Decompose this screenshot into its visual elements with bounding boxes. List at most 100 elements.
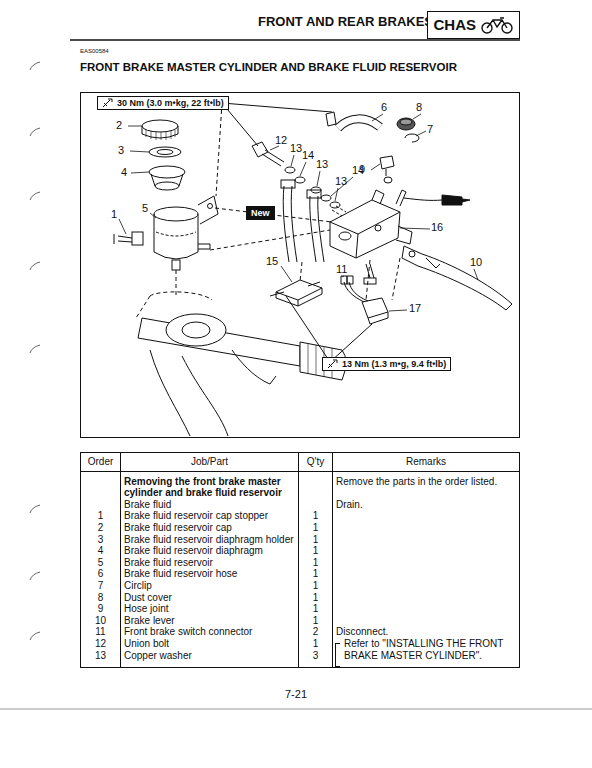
- part-name: Brake fluid reservoir cap: [124, 522, 295, 534]
- reservoir-cap: [142, 120, 178, 132]
- table-cell: [333, 592, 520, 604]
- table-cell: 1: [299, 580, 333, 592]
- page-header: FRONT AND REAR BRAKES: [258, 15, 433, 30]
- master-cylinder: [330, 190, 412, 258]
- table-cell: 1: [299, 510, 333, 522]
- leader-line: [335, 188, 338, 201]
- switch-lead: [404, 198, 442, 200]
- table-cell: 3: [81, 534, 121, 546]
- table-cell: Brake fluid reservoir cap: [121, 522, 299, 534]
- wrench-icon: [103, 99, 112, 107]
- table-cell: [333, 568, 520, 580]
- order-number: 9: [84, 603, 117, 615]
- assembly-line: [176, 270, 177, 298]
- callout-number: 17: [409, 302, 421, 315]
- leader-line: [474, 269, 478, 280]
- callout-number: 9: [359, 163, 365, 176]
- table-cell: Remarks: [333, 453, 520, 472]
- copper-washer: [321, 195, 331, 201]
- torque-box-text: 30 Nm (3.0 m•kg, 22 ft•lb): [117, 98, 224, 108]
- table-cell: Order: [81, 453, 121, 472]
- wrench-icon: [327, 359, 339, 369]
- order-number: 4: [84, 545, 117, 557]
- table-cell: Q'ty: [299, 453, 333, 472]
- leader-line: [342, 276, 344, 277]
- table-header-row: OrderJob/PartQ'tyRemarks: [81, 453, 520, 472]
- diaphragm-holder: [157, 150, 173, 155]
- quantity: 1: [302, 568, 329, 580]
- front-brake-switch: [368, 312, 388, 324]
- master-cylinder: [375, 225, 381, 231]
- column-header: Q'ty: [302, 456, 329, 468]
- front-brake-switch: [341, 276, 353, 284]
- header-rule: [70, 39, 520, 41]
- leader-line: [291, 155, 294, 166]
- table-cell: Removing the front brake master cylinder…: [121, 471, 299, 499]
- table-cell: 10: [81, 615, 121, 627]
- table-cell: 1: [299, 615, 333, 627]
- table-cell: 7: [81, 580, 121, 592]
- reservoir-cap: [142, 126, 178, 138]
- part-name: Brake fluid reservoir hose: [124, 568, 295, 580]
- switch-lead: [442, 195, 462, 205]
- table-cell: Copper washer: [121, 650, 299, 668]
- callout-number: 13: [335, 175, 347, 188]
- hose-joint: [380, 156, 394, 183]
- reservoir-cap: [142, 120, 178, 140]
- quantity: 1: [302, 522, 329, 534]
- callout-number: 10: [470, 256, 482, 269]
- master-cylinder-holder: [270, 282, 320, 296]
- assembly-line: [210, 230, 330, 250]
- quantity: 1: [302, 615, 329, 627]
- callout-number: 7: [427, 123, 433, 136]
- hose-joint: [380, 156, 394, 169]
- bracket: [335, 643, 340, 667]
- callout-number: 14: [302, 149, 314, 162]
- handlebar: [166, 314, 226, 346]
- scan-mark: [30, 128, 40, 136]
- callout-number: 4: [121, 166, 127, 179]
- switch-lead: [462, 199, 470, 202]
- leader-line: [119, 219, 126, 234]
- dust-cover: [397, 118, 415, 130]
- table-row: 5Brake fluid reservoir1: [81, 557, 520, 569]
- callout-number: 12: [275, 134, 287, 147]
- wrench-icon: [329, 364, 332, 367]
- reservoir-hose: [326, 112, 380, 128]
- order-number: 2: [84, 522, 117, 534]
- leader-line: [372, 114, 383, 121]
- callout-number: 11: [336, 263, 347, 276]
- order-number: 6: [84, 568, 117, 580]
- remark: Drain.: [336, 499, 516, 511]
- handlebar: [150, 350, 228, 436]
- table-row: 8Dust cover1: [81, 592, 520, 604]
- leader-line: [119, 114, 478, 311]
- table-row: 3Brake fluid reservoir diaphragm holder1: [81, 534, 520, 546]
- part-name: Front brake switch connector: [124, 626, 295, 638]
- table-cell: Hose joint: [121, 603, 299, 615]
- cap-stopper: [132, 232, 143, 245]
- leader-line: [413, 114, 421, 119]
- master-cylinder: [330, 200, 400, 258]
- scan-mark: [30, 632, 40, 640]
- wrench-icon: [102, 98, 114, 108]
- table-cell: 12: [81, 638, 121, 650]
- master-cylinder: [332, 206, 346, 216]
- table-cell: [299, 499, 333, 511]
- order-number: 11: [84, 626, 117, 638]
- table-row: 4Brake fluid reservoir diaphragm1: [81, 545, 520, 557]
- pivot-bolt: [364, 264, 376, 284]
- quantity: 3: [302, 650, 329, 662]
- part-name: Brake fluid reservoir: [124, 557, 295, 569]
- motorcycle-icon: [480, 15, 514, 35]
- master-cylinder: [339, 232, 351, 240]
- callout-number: 1: [111, 208, 117, 221]
- leader-line: [131, 172, 149, 173]
- brake-lever: [409, 251, 415, 257]
- table-cell: 1: [299, 603, 333, 615]
- section-tab: CHAS: [427, 11, 520, 39]
- brake-hose: [318, 196, 324, 262]
- table-cell: Disconnect.: [333, 626, 520, 638]
- doc-code: EAS00584: [80, 48, 109, 55]
